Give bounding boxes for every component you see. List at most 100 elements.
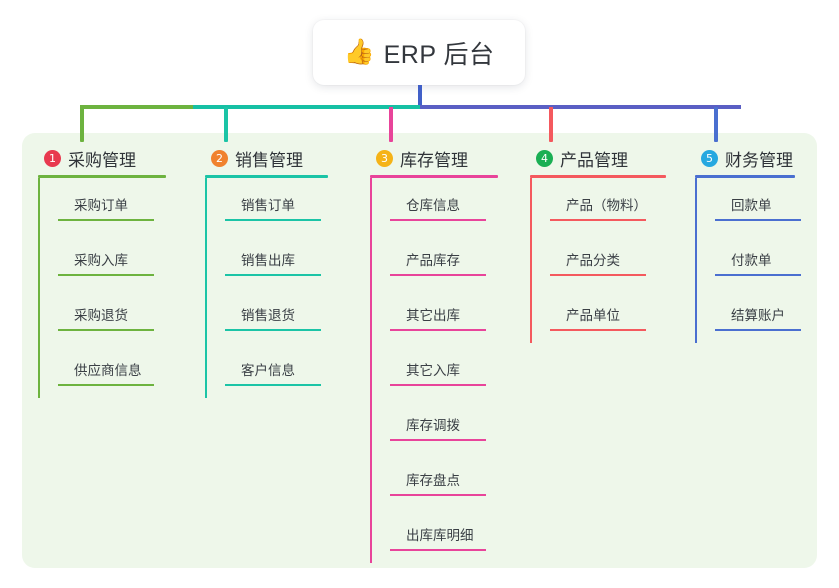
leaf-node[interactable]: 产品库存 [390,233,520,288]
leaf-node[interactable]: 库存调拨 [390,398,520,453]
leaf-node[interactable]: 销售出库 [225,233,350,288]
leaf-underline [390,549,486,551]
drop-connector-销售管理 [224,107,228,142]
branch-spine [205,178,207,398]
branch-underline [370,175,498,178]
leaf-label: 销售退货 [241,308,295,323]
leaf-label: 结算账户 [731,308,785,323]
root-stem-connector [418,85,422,107]
leaf-node[interactable]: 客户信息 [225,343,350,398]
leaf-underline [58,219,154,221]
leaf-underline [715,274,801,276]
leaf-node[interactable]: 销售退货 [225,288,350,343]
leaf-node[interactable]: 销售订单 [225,178,350,233]
leaf-node[interactable]: 库存盘点 [390,453,520,508]
leaf-node[interactable]: 产品分类 [550,233,688,288]
leaf-underline [390,274,486,276]
root-node[interactable]: 👍 ERP 后台 [313,20,525,85]
leaf-underline [550,274,646,276]
leaf-node[interactable]: 其它出库 [390,288,520,343]
branch-items: 仓库信息产品库存其它出库其它入库库存调拨库存盘点出库库明细 [370,178,520,563]
drop-connector-财务管理 [714,107,718,142]
leaf-label: 产品（物料） [566,198,647,213]
drop-connector-库存管理 [389,107,393,142]
leaf-underline [225,329,321,331]
leaf-label: 产品库存 [406,253,460,268]
leaf-underline [225,274,321,276]
leaf-underline [390,439,486,441]
leaf-label: 库存盘点 [406,473,460,488]
connector-segment-green [80,105,193,109]
leaf-node[interactable]: 出库库明细 [390,508,520,563]
leaf-node[interactable]: 供应商信息 [58,343,188,398]
leaf-label: 采购入库 [74,253,128,268]
drop-connector-采购管理 [80,107,84,142]
leaf-node[interactable]: 产品单位 [550,288,688,343]
leaf-node[interactable]: 采购入库 [58,233,188,288]
branch-title: 产品管理 [560,150,628,170]
leaf-label: 回款单 [731,198,772,213]
leaf-underline [58,329,154,331]
leaf-node[interactable]: 付款单 [715,233,817,288]
branch-items: 回款单付款单结算账户 [695,178,817,343]
leaf-node[interactable]: 仓库信息 [390,178,520,233]
branch-number-badge: 4 [536,149,553,167]
branch-underline [205,175,328,178]
branch-column-产品管理: 4 产品管理产品（物料） 产品分类产品单位 [530,146,688,343]
branch-items: 采购订单采购入库采购退货供应商信息 [38,178,188,398]
branch-header-产品管理[interactable]: 4 产品管理 [530,146,688,170]
leaf-label: 库存调拨 [406,418,460,433]
leaf-label: 出库库明细 [406,528,474,543]
branch-items: 销售订单销售出库销售退货客户信息 [205,178,350,398]
leaf-underline [225,384,321,386]
root-node-label: ERP 后台 [383,40,495,69]
leaf-underline [550,219,646,221]
leaf-label: 销售出库 [241,253,295,268]
leaf-label: 付款单 [731,253,772,268]
branch-spine [370,178,372,563]
leaf-underline [390,219,486,221]
branch-items: 产品（物料） 产品分类产品单位 [530,178,688,343]
leaf-node[interactable]: 回款单 [715,178,817,233]
leaf-label: 产品分类 [566,253,620,268]
leaf-node[interactable]: 采购退货 [58,288,188,343]
leaf-label: 客户信息 [241,363,295,378]
leaf-label: 其它出库 [406,308,460,323]
leaf-label: 供应商信息 [74,363,142,378]
branch-underline [530,175,666,178]
branch-header-财务管理[interactable]: 5 财务管理 [695,146,817,170]
drop-connector-产品管理 [549,107,553,142]
branch-spine [530,178,532,343]
leaf-node[interactable]: 结算账户 [715,288,817,343]
branch-spine [695,178,697,343]
connector-segment-teal [193,105,420,109]
leaf-underline [390,494,486,496]
branch-column-财务管理: 5 财务管理回款单付款单结算账户 [695,146,817,343]
leaf-node[interactable]: 产品（物料） [550,178,688,233]
connector-segment-purple [420,105,741,109]
thumbs-up-icon: 👍 [343,38,375,66]
branch-number-badge: 3 [376,149,393,167]
leaf-label: 销售订单 [241,198,295,213]
leaf-underline [715,219,801,221]
leaf-label: 其它入库 [406,363,460,378]
branch-title: 采购管理 [68,150,136,170]
branch-title: 销售管理 [235,150,303,170]
leaf-node[interactable]: 采购订单 [58,178,188,233]
branch-spine [38,178,40,398]
leaf-underline [390,384,486,386]
leaf-label: 仓库信息 [406,198,460,213]
leaf-underline [715,329,801,331]
branch-number-badge: 5 [701,149,718,167]
leaf-underline [58,384,154,386]
branch-title: 财务管理 [725,150,793,170]
leaf-node[interactable]: 其它入库 [390,343,520,398]
leaf-label: 产品单位 [566,308,620,323]
